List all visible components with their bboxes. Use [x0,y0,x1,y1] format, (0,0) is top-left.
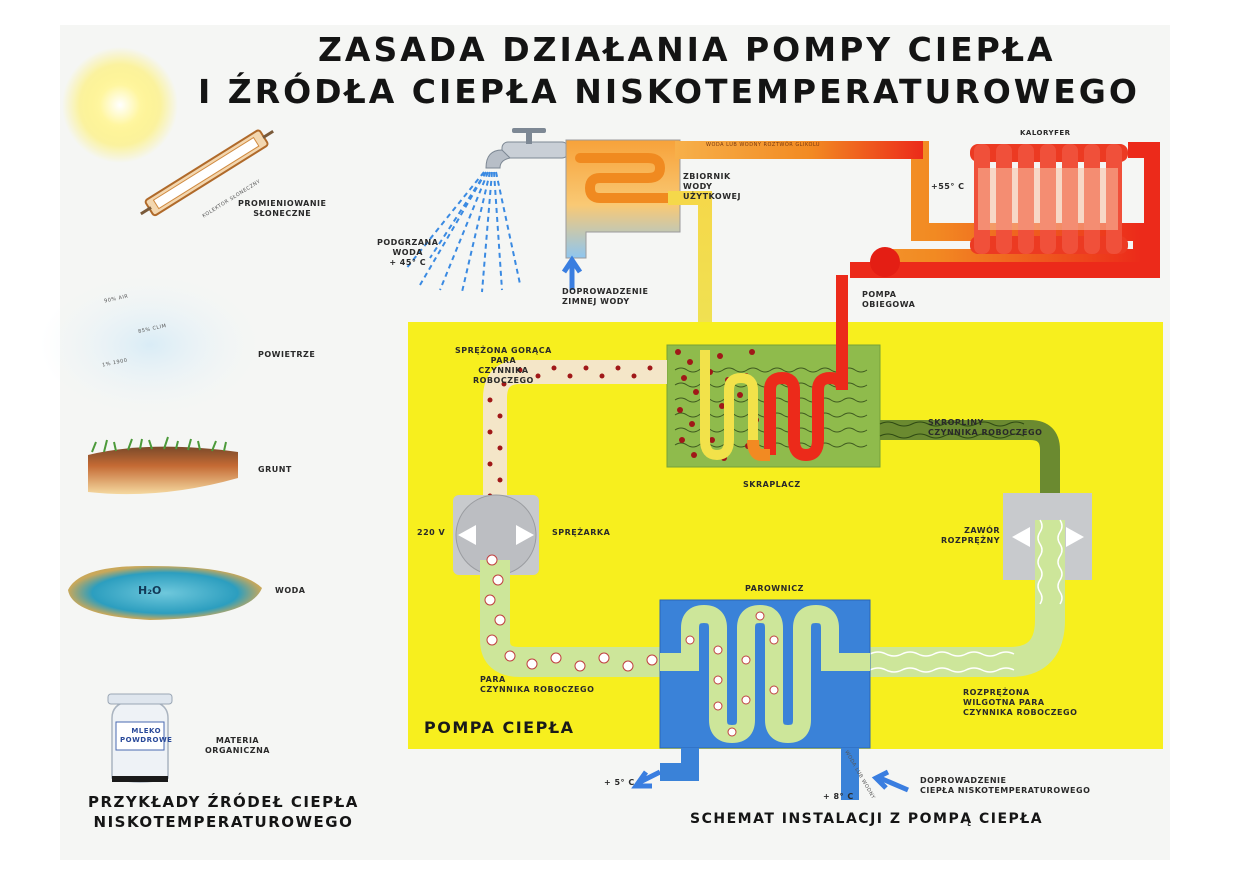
label-compressor: SPRĘŻARKA [552,528,611,537]
condensate-pipe [880,420,1060,520]
label-ground: GRUNT [258,465,292,474]
label-low-temp-source: DOPROWADZENIE CIEPŁA NISKOTEMPERATUROWEG… [920,776,1091,795]
label-voltage: 220 V [417,528,446,537]
circulation-pump-icon [870,247,900,277]
label-hot-gas: SPRĘŻONA GORĄCA PARA CZYNNIKA ROBOCZEGO [455,346,552,385]
vapor-bubbles [484,554,658,672]
label-heated-water: PODGRZANA WODA + 45° C [377,238,439,267]
label-vapor: PARA CZYNNIKA ROBOCZEGO [480,675,595,694]
compressor-icon [453,494,539,576]
label-cold-water: DOPROWADZENIE ZIMNEJ WODY [562,287,649,306]
jar-label: MLEKO POWDROWE [120,727,173,744]
inlet-arrow [871,769,909,793]
label-valve: ZAWÓR ROZPRĘŻNY [941,526,1001,545]
footer-installation: SCHEMAT INSTALACJI Z POMPĄ CIEPŁA [690,811,1044,827]
cold-inlet-arrow [561,255,583,290]
air-cloud-icon [40,275,260,415]
ground-icon [88,436,238,495]
label-radiator: KALORYFER [1020,129,1071,137]
label-expanded-vapor: ROZPRĘŻONA WILGOTNA PARA CZYNNIKA ROBOCZ… [963,688,1078,717]
label-solar: PROMIENIOWANIE SŁONECZNE [238,199,327,218]
tank-coil [575,153,673,203]
condenser-yellow-coil [700,350,758,461]
solar-collector-icon [140,129,274,217]
evaporator-outlet-pipe [660,748,699,781]
water-spray-icon [404,171,521,293]
outlet-arrow [631,769,662,789]
label-out-temp: + 5° C [604,778,635,787]
title-line-2: I ŹRÓDŁA CIEPŁA NISKOTEMPERATUROWEGO [198,72,1140,111]
jar-icon [107,693,173,783]
label-heat-pump: POMPA CIEPŁA [424,718,575,737]
label-organic: MATERIA ORGANICZNA [205,736,270,755]
sun-icon [62,47,178,163]
label-in-temp: + 8° C [823,792,854,801]
label-water-formula: H₂O [138,584,162,597]
pond-icon [68,565,262,620]
label-evaporator: PAROWNICZ [745,584,804,593]
condensate-wave-lines [879,421,1025,439]
evaporator-bubbles [685,611,779,737]
label-pipe-liquid: WODA LUB WODNY ROZTWÓR GLIKOLU [706,142,821,148]
radiator-return-pipe [850,142,1160,278]
radiator-icon [970,144,1128,254]
label-air: POWIETRZE [258,350,316,359]
label-tank: ZBIORNIK WODY UŻYTKOWEJ [683,172,741,201]
upper-pipe-segment [675,141,923,159]
water-tap-icon [485,128,569,169]
condenser-coil-joint [747,439,770,461]
label-temp-55: +55° C [931,182,965,191]
label-condenser: SKRAPLACZ [743,480,801,489]
label-circulation-pump: POMPA OBIEGOWA [862,290,916,309]
condenser-red-coil [764,275,848,462]
label-condensate: SKROPLINY CZYNNIKA ROBOCZEGO [928,418,1043,437]
title-line-1: ZASADA DZIAŁANIA POMPY CIEPŁA [318,30,1056,69]
label-water: WODA [275,586,306,595]
wet-vapor-pipe [870,520,1065,677]
wet-vapor-waves [869,519,1063,673]
footer-sources: PRZYKŁADY ŹRÓDEŁ CIEPŁA NISKOTEMPERATURO… [88,793,359,831]
